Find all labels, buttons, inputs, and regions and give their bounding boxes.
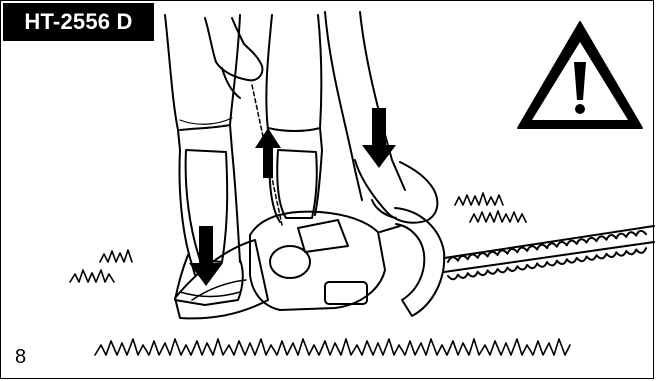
down-arrow-icon bbox=[189, 226, 223, 286]
up-arrow-icon bbox=[255, 128, 281, 178]
left-leg bbox=[164, 14, 241, 276]
boot bbox=[174, 254, 244, 306]
hedge-trimmer bbox=[174, 207, 446, 320]
warning-triangle-icon bbox=[517, 21, 643, 129]
holding-hand bbox=[354, 159, 439, 224]
cutter-blade bbox=[443, 225, 655, 281]
down-arrow-icon bbox=[362, 108, 396, 168]
model-label: HT-2556 D bbox=[3, 3, 154, 41]
grass bbox=[69, 192, 571, 356]
pulling-hand bbox=[204, 17, 264, 99]
page-number: 8 bbox=[15, 346, 27, 368]
standing-leg bbox=[324, 11, 406, 201]
